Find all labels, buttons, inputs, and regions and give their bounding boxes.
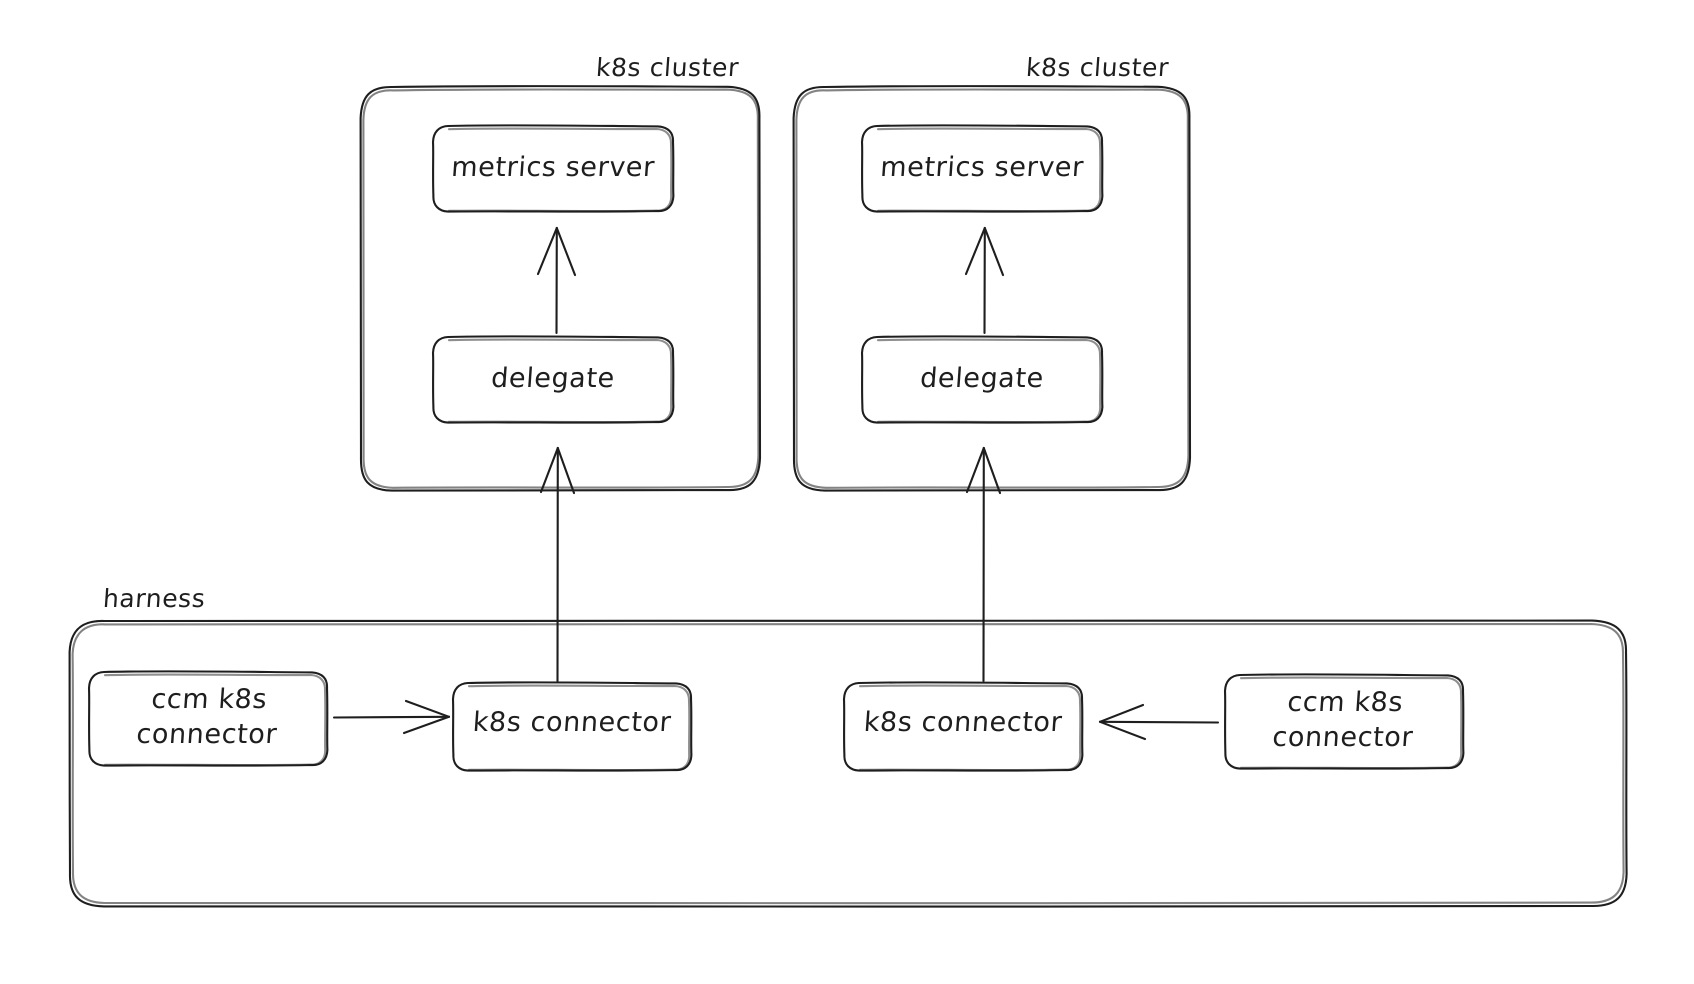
group-outline-cluster-right	[792, 84, 1192, 492]
group-label-harness: harness	[102, 584, 207, 613]
node-label-k8s-connector-right: k8s connector	[862, 706, 1064, 738]
group-outline-cluster-left	[359, 84, 762, 492]
arrow-delegate-to-metrics-server-left	[536, 226, 577, 335]
node-outline-delegate-right	[860, 335, 1104, 424]
node-k8s-connector-left[interactable]: k8s connector	[452, 682, 692, 764]
group-label-cluster-left: k8s cluster	[595, 53, 741, 82]
node-metrics-server-left[interactable]: metrics server	[432, 125, 674, 212]
node-label-delegate-left: delegate	[490, 363, 616, 395]
arrow-delegate-to-metrics-server-right	[964, 226, 1005, 335]
node-delegate-left[interactable]: delegate	[432, 336, 674, 423]
node-label-ccm-k8s-connector-right: ccm k8s connector	[1271, 687, 1415, 753]
node-outline-ccm-k8s-connector-right	[1223, 673, 1465, 770]
node-label-ccm-k8s-connector-left: ccm k8s connector	[135, 684, 279, 750]
node-outline-delegate-left	[431, 335, 675, 424]
node-ccm-k8s-connector-right[interactable]: ccm k8s connector	[1224, 674, 1464, 768]
node-delegate-right[interactable]: delegate	[861, 336, 1103, 423]
node-metrics-server-right[interactable]: metrics server	[861, 125, 1103, 212]
node-label-k8s-connector-left: k8s connector	[471, 706, 673, 738]
arrow-ccm-to-k8s-connector-left	[332, 699, 451, 735]
node-outline-k8s-connector-left	[451, 681, 693, 772]
node-label-metrics-server-left: metrics server	[450, 152, 656, 184]
node-k8s-connector-right[interactable]: k8s connector	[843, 682, 1083, 764]
node-outline-k8s-connector-right	[842, 681, 1084, 772]
group-outline-harness	[68, 619, 1628, 908]
arrow-ccm-to-k8s-connector-right	[1098, 703, 1220, 741]
node-outline-metrics-server-left	[431, 124, 675, 213]
node-outline-metrics-server-right	[860, 124, 1104, 213]
node-outline-ccm-k8s-connector-left	[87, 670, 329, 767]
node-label-metrics-server-right: metrics server	[879, 152, 1085, 184]
group-label-cluster-right: k8s cluster	[1025, 53, 1171, 82]
node-ccm-k8s-connector-left[interactable]: ccm k8s connector	[88, 671, 328, 765]
arrow-k8s-connector-to-delegate-right	[965, 446, 1002, 683]
arrow-k8s-connector-to-delegate-left	[539, 446, 576, 683]
node-label-delegate-right: delegate	[919, 363, 1045, 395]
